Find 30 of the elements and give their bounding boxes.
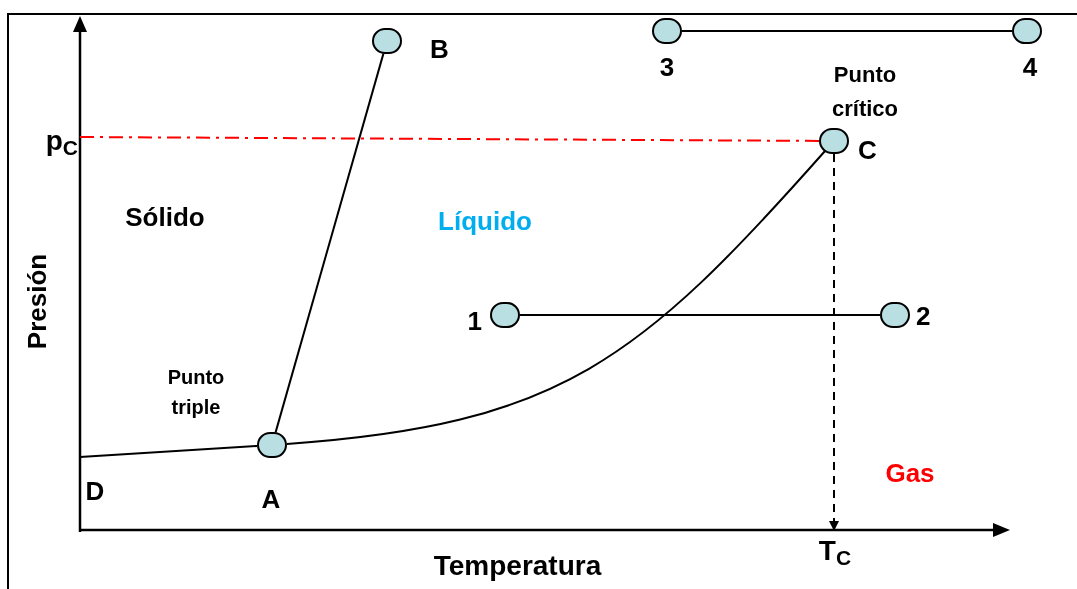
region-label: Gas bbox=[884, 457, 936, 490]
phase-boundary-line bbox=[79, 444, 259, 458]
axis-title: Presión bbox=[20, 252, 53, 352]
point-marker bbox=[819, 128, 849, 154]
axis-tick-label: p$_{C}$ bbox=[30, 120, 78, 162]
point-marker bbox=[372, 28, 402, 54]
dashed-line bbox=[79, 136, 820, 142]
phase-boundary-line bbox=[274, 52, 385, 434]
point-label: Punto crítico bbox=[831, 61, 899, 123]
phase-boundary-line bbox=[681, 30, 1013, 32]
phase-boundary-line bbox=[519, 314, 881, 316]
point-label: 4 bbox=[1021, 51, 1039, 84]
point-label: C bbox=[858, 134, 878, 167]
point-label: A bbox=[260, 483, 282, 516]
point-marker bbox=[1012, 18, 1042, 44]
point-label: Punto triple bbox=[166, 365, 226, 420]
region-label: Líquido bbox=[437, 205, 533, 238]
axis-title: Temperatura bbox=[432, 549, 603, 583]
point-label: D bbox=[84, 475, 106, 508]
point-marker bbox=[880, 302, 910, 328]
axis-tick-label: T$_{C}$ bbox=[800, 530, 870, 572]
region-label: Sólido bbox=[124, 201, 206, 234]
dashed-line bbox=[829, 153, 839, 531]
point-label: 2 bbox=[916, 300, 932, 333]
point-marker bbox=[652, 18, 682, 44]
point-label: 3 bbox=[658, 51, 676, 84]
point-marker bbox=[257, 432, 287, 458]
point-label: B bbox=[430, 33, 450, 66]
point-label: 1 bbox=[466, 305, 482, 338]
point-marker bbox=[490, 302, 520, 328]
